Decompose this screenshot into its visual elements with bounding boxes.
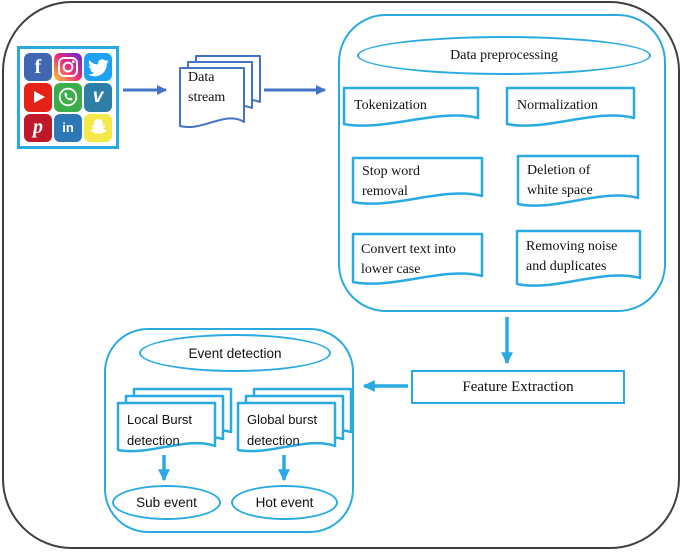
hot-event-label: Hot event	[255, 495, 314, 510]
twitter-bird-glyph	[87, 59, 109, 76]
youtube-play-glyph	[33, 91, 45, 104]
local-burst-label: Local Burst detection	[127, 412, 193, 448]
whatsapp-phone-glyph	[58, 88, 78, 107]
data-stream-label: Data stream	[188, 70, 226, 105]
preprocessing-container	[338, 14, 666, 312]
event-detection-container	[104, 328, 354, 533]
snapchat-icon	[84, 113, 112, 142]
outer-frame	[2, 1, 680, 549]
pinterest-glyph: p	[33, 116, 43, 139]
sub-event-label: Sub event	[136, 495, 197, 510]
global-burst-label: Global burst detection	[247, 412, 318, 448]
preprocessing-title: Data preprocessing	[450, 47, 558, 63]
linkedin-icon: in	[54, 113, 82, 142]
vimeo-icon: v	[84, 83, 112, 112]
instagram-icon	[54, 53, 82, 82]
removing-noise-label: Removing noise and duplicates	[526, 239, 618, 274]
facebook-glyph: f	[34, 55, 42, 78]
twitter-icon	[84, 53, 112, 82]
linkedin-glyph: in	[62, 120, 74, 136]
vimeo-glyph: v	[92, 86, 104, 108]
facebook-icon: f	[24, 53, 52, 82]
stop-word-removal-label: Stop word removal	[362, 164, 420, 199]
sub-event-ellipse: Sub event	[112, 485, 221, 520]
feature-extraction-label: Feature Extraction	[462, 378, 574, 395]
instagram-glyph	[58, 57, 78, 78]
youtube-icon	[24, 83, 52, 112]
event-detection-title: Event detection	[188, 345, 282, 361]
pinterest-icon: p	[24, 113, 52, 142]
normalization-label: Normalization	[517, 98, 598, 113]
hot-event-ellipse: Hot event	[231, 485, 338, 520]
social-media-grid: f v p in	[17, 46, 119, 149]
event-detection-title-ellipse: Event detection	[139, 334, 331, 372]
tokenization-label: Tokenization	[354, 98, 427, 113]
snapchat-ghost-glyph	[89, 119, 107, 134]
whatsapp-icon	[54, 83, 82, 112]
preprocessing-title-ellipse: Data preprocessing	[357, 36, 651, 75]
deletion-white-space-label: Deletion of white space	[527, 163, 593, 198]
convert-lower-case-label: Convert text into lower case	[361, 242, 456, 277]
feature-extraction-box: Feature Extraction	[411, 370, 625, 404]
